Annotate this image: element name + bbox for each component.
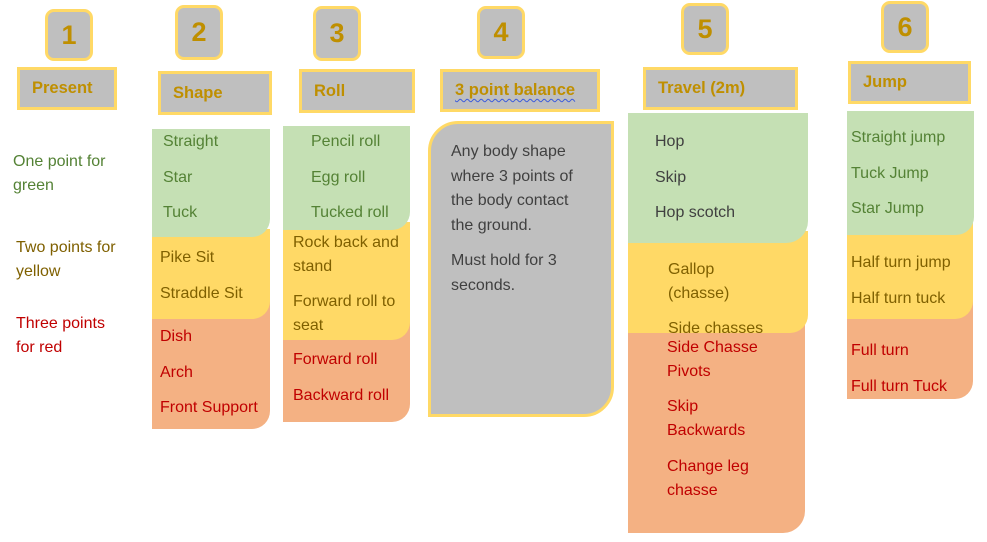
station-number-3: 3 [313,6,361,61]
option-backward-roll: Backward roll [293,387,390,404]
station-number-6: 6 [881,1,929,53]
option-tuck-jump: Tuck Jump [851,165,929,182]
option-star: Star [163,169,193,186]
option-egg-roll: Egg roll [311,169,366,186]
station-number-5: 5 [681,3,729,55]
option-skip: Skip [655,169,687,186]
option-hop-scotch: Hop scotch [655,204,736,221]
yellow-band [283,222,410,340]
green-band [847,111,974,235]
station-label-1: Present [17,67,117,110]
option-side-chasse-pivots: Side Chasse Pivots [667,339,758,380]
yellow-band [847,223,973,319]
red-band [628,318,805,533]
travel-options: Hop Skip Hop scotch Gallop (chasse) Side… [628,113,808,533]
option-change-leg-chasse: Change leg chasse [667,458,749,499]
station-label-5: Travel (2m) [643,67,798,110]
option-forward-roll: Forward roll [293,351,378,368]
option-straight: Straight [163,133,219,150]
yellow-band [152,229,270,319]
option-half-turn-tuck: Half turn tuck [851,290,946,307]
option-star-jump: Star Jump [851,200,924,217]
station-label-4-text: 3 point balance [455,81,576,99]
station-number-2: 2 [175,5,223,60]
option-side-chasses: Side chasses [668,320,764,337]
legend-yellow: Two points for yellow [16,239,116,280]
option-tuck: Tuck [163,204,198,221]
option-straight-jump: Straight jump [851,129,946,146]
option-half-turn-jump: Half turn jump [851,254,951,271]
jump-options: Straight jump Tuck Jump Star Jump Half t… [847,111,974,399]
option-gallop: Gallop (chasse) [668,261,730,302]
option-rock-back-and-stand: Rock back and stand [293,234,399,275]
green-band [283,126,410,230]
option-tucked-roll: Tucked roll [311,204,389,221]
option-full-turn: Full turn [851,342,909,359]
balance-description: Any body shape where 3 points of the bod… [428,121,614,417]
roll-options: Pencil roll Egg roll Tucked roll Rock ba… [283,126,410,422]
station-label-3: Roll [299,69,415,113]
option-full-turn-tuck: Full turn Tuck [851,378,948,395]
green-band [152,129,270,237]
option-hop: Hop [655,133,685,150]
station-label-4: 3 point balance [440,69,600,112]
shape-options: Straight Star Tuck Pike Sit Straddle Sit… [152,129,270,429]
option-skip-backwards: Skip Backwards [667,398,746,439]
option-straddle-sit: Straddle Sit [160,285,243,302]
option-pike-sit: Pike Sit [160,249,215,266]
yellow-band [628,231,808,333]
option-pencil-roll: Pencil roll [311,133,381,150]
balance-text-2: Must hold for 3 seconds. [451,252,557,294]
station-number-4: 4 [477,6,525,59]
option-dish: Dish [160,328,193,345]
legend-green: One point for green [13,153,106,194]
green-band [628,113,808,243]
station-label-6: Jump [848,61,971,104]
option-forward-roll-to-seat: Forward roll to seat [293,293,396,334]
station-number-1: 1 [45,9,93,61]
option-arch: Arch [160,364,193,381]
option-front-support: Front Support [160,399,258,416]
legend-red: Three points for red [16,315,105,356]
station-label-2: Shape [158,71,272,115]
balance-text-1: Any body shape where 3 points of the bod… [451,143,573,234]
